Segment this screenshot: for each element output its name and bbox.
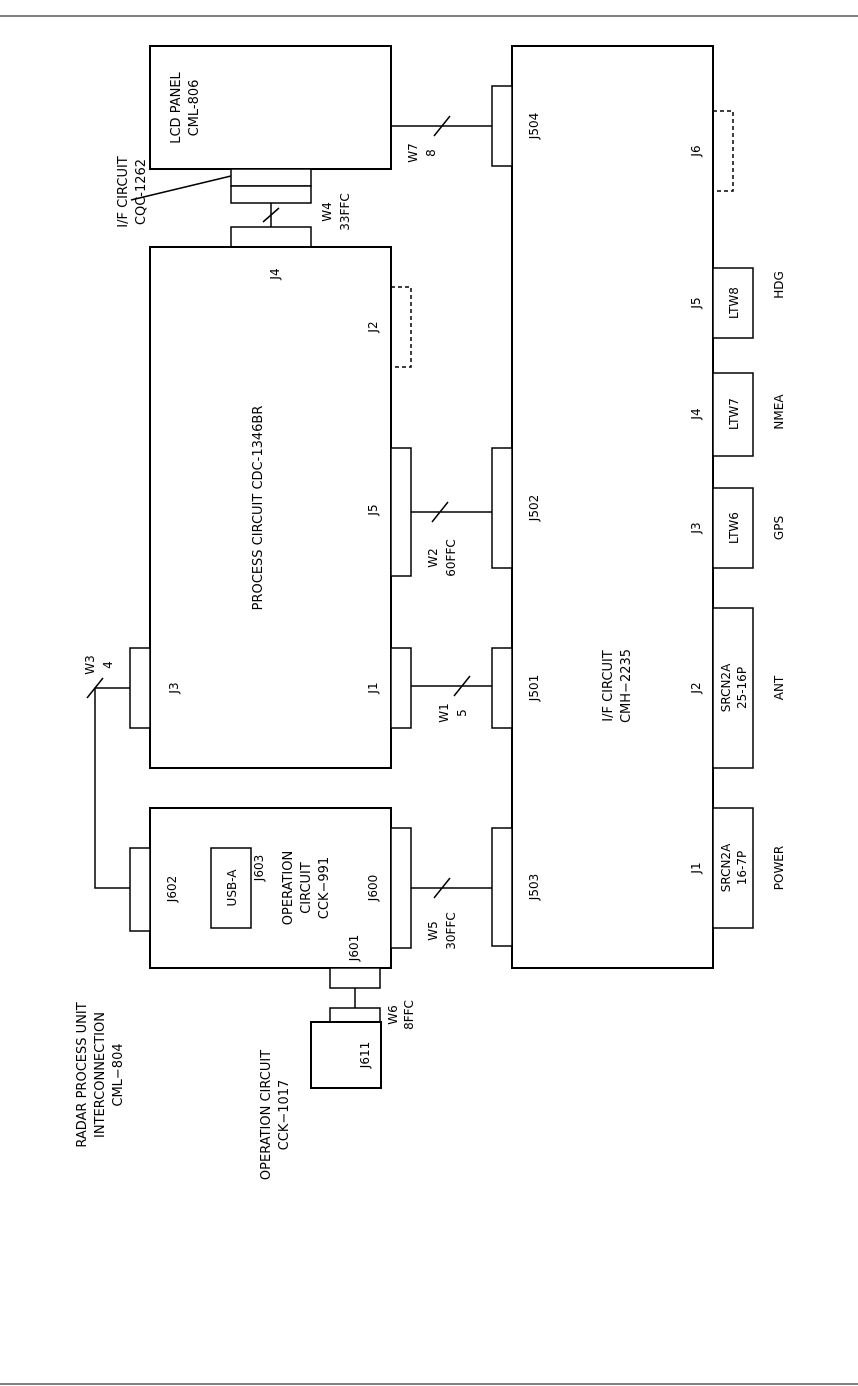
if-small-connector-bottom <box>230 185 312 204</box>
process-circuit-name: PROCESS CIRCUIT CDC-1346BR <box>251 406 266 611</box>
if-j5-label: J5 <box>689 297 703 309</box>
lcd-panel-box <box>149 45 392 170</box>
ltw6-label: LTW6 <box>727 512 741 544</box>
process-j3-label: J3 <box>167 682 181 694</box>
op-j600-connector <box>390 827 412 949</box>
ltw8-connector <box>712 267 754 339</box>
w7-count: 8 <box>424 149 438 157</box>
ltw7-connector <box>712 372 754 457</box>
w3-wire <box>94 687 130 889</box>
op2-code: CCK−1017 <box>277 1080 292 1151</box>
srcn-power-label-1: SRCN2A <box>719 843 733 892</box>
if-small-connector-top <box>230 168 312 187</box>
title-line-3: CML−804 <box>111 1043 126 1106</box>
lcd-panel-code: CML-806 <box>187 80 202 137</box>
w4-label: W4 <box>320 202 334 222</box>
port-power: POWER <box>772 846 786 890</box>
w7-label: W7 <box>406 143 420 163</box>
if-j4-label: J4 <box>689 408 703 420</box>
w4-slash <box>262 207 280 223</box>
title-line-2: INTERCONNECTION <box>93 1012 108 1138</box>
if-main-box <box>511 45 714 969</box>
process-j2-dashed <box>390 286 412 368</box>
if-j3-label: J3 <box>689 522 703 534</box>
w1-label: W1 <box>437 703 451 723</box>
w3-slash <box>86 677 104 699</box>
op-j601-connector <box>329 967 381 989</box>
w2-slash <box>431 501 449 523</box>
if-j504-connector <box>491 85 513 167</box>
w5-slash <box>433 877 451 899</box>
if-j502-connector <box>491 447 513 569</box>
op-name-2: CIRCUIT <box>299 862 314 914</box>
process-j5-label: J5 <box>366 504 380 516</box>
w3-count: 4 <box>101 661 115 669</box>
w6-count: 8FFC <box>402 1000 416 1030</box>
process-j3-connector <box>129 647 151 729</box>
srcn-power-label-2: 16-7P <box>735 851 749 885</box>
srcn-ant-connector <box>712 607 754 769</box>
op-j601-label: J601 <box>347 935 361 962</box>
process-j1-label: J1 <box>366 682 380 694</box>
w2-label: W2 <box>426 548 440 568</box>
port-nmea: NMEA <box>772 394 786 430</box>
port-hdg: HDG <box>772 271 786 299</box>
if-main-name: I/F CIRCUIT <box>601 650 616 722</box>
process-j4-connector <box>230 226 312 248</box>
process-j4-label: J4 <box>268 268 282 280</box>
op-j602-label: J602 <box>165 876 179 903</box>
j611-connector <box>329 1007 381 1023</box>
title-line-1: RADAR PROCESS UNIT <box>75 1002 90 1147</box>
if-small-leader <box>130 175 232 201</box>
srcn-ant-label-1: SRCN2A <box>719 663 733 712</box>
srcn-power-connector <box>712 807 754 929</box>
port-ant: ANT <box>772 675 786 700</box>
if-j502-label: J502 <box>527 495 541 522</box>
if-j6-label: J6 <box>689 145 703 157</box>
if-j503-label: J503 <box>527 874 541 901</box>
ltw6-connector <box>712 487 754 569</box>
if-j503-connector <box>491 827 513 947</box>
op-name-1: OPERATION <box>281 851 296 925</box>
w5-label: W5 <box>426 921 440 941</box>
process-j1-connector <box>390 647 412 729</box>
if-j501-connector <box>491 647 513 729</box>
j611-label: J611 <box>358 1042 372 1069</box>
op-j600-label: J600 <box>366 875 380 902</box>
ltw7-label: LTW7 <box>727 398 741 430</box>
port-gps: GPS <box>772 516 786 540</box>
w5-count: 30FFC <box>444 912 458 949</box>
if-j2-label: J2 <box>689 682 703 694</box>
srcn-ant-label-2: 25-16P <box>735 667 749 709</box>
w1-slash <box>453 675 471 697</box>
usb-a-box <box>210 847 252 929</box>
w4-count: 33FFC <box>338 193 352 230</box>
op-code: CCK−991 <box>317 857 332 919</box>
operation-circuit-2-box <box>310 1021 382 1089</box>
if-j504-label: J504 <box>527 113 541 140</box>
op2-name: OPERATION CIRCUIT <box>259 1050 274 1180</box>
if-small-code: CQC-1262 <box>134 159 149 225</box>
w7-slash <box>433 115 451 137</box>
if-j501-label: J501 <box>527 675 541 702</box>
if-main-code: CMH−2235 <box>619 649 634 723</box>
ltw8-label: LTW8 <box>727 287 741 319</box>
w6-label: W6 <box>386 1005 400 1025</box>
usb-a-label: USB-A <box>225 869 239 907</box>
op-j602-connector <box>129 847 151 932</box>
if-j1-label: J1 <box>689 862 703 874</box>
if-j6-dashed <box>712 110 734 192</box>
w1-count: 5 <box>455 709 469 717</box>
process-j5-connector <box>390 447 412 577</box>
w3-label: W3 <box>83 655 97 675</box>
process-circuit-box <box>149 246 392 769</box>
if-small-name: I/F CIRCUIT <box>116 156 131 228</box>
lcd-panel-name: LCD PANEL <box>169 71 184 143</box>
op-j603-label: J603 <box>252 855 266 882</box>
operation-circuit-box <box>149 807 392 969</box>
w2-count: 60FFC <box>444 539 458 576</box>
process-j2-label: J2 <box>366 321 380 333</box>
